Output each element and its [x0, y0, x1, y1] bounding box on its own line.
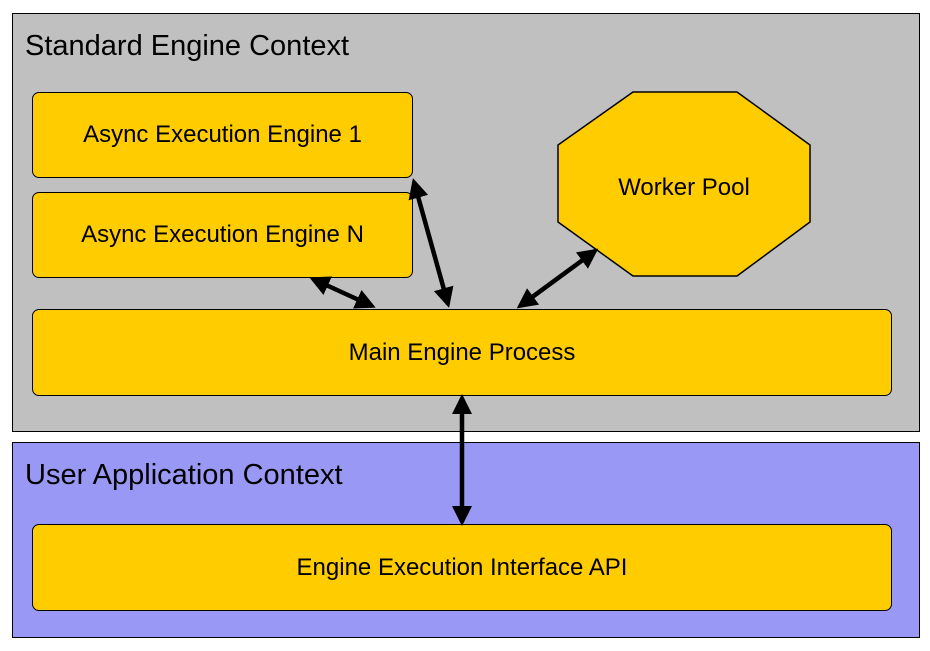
- worker-pool-octagon: [557, 91, 811, 277]
- edge-main-worker-pool: [516, 248, 599, 309]
- edge-main-async1: [408, 178, 454, 308]
- standard-engine-context-title: Standard Engine Context: [25, 30, 350, 62]
- user-application-context-title: User Application Context: [25, 459, 343, 491]
- engine-execution-interface-api-node: Engine Execution Interface API: [32, 524, 892, 611]
- main-engine-process-node: Main Engine Process: [32, 309, 892, 396]
- async-execution-engine-n-node: Async Execution Engine N: [32, 192, 413, 278]
- worker-pool-label: Worker Pool: [618, 174, 750, 201]
- async-execution-engine-1-node: Async Execution Engine 1: [32, 92, 413, 178]
- worker-pool-node: Worker Pool: [557, 91, 811, 277]
- edge-main-asyncN: [309, 276, 376, 309]
